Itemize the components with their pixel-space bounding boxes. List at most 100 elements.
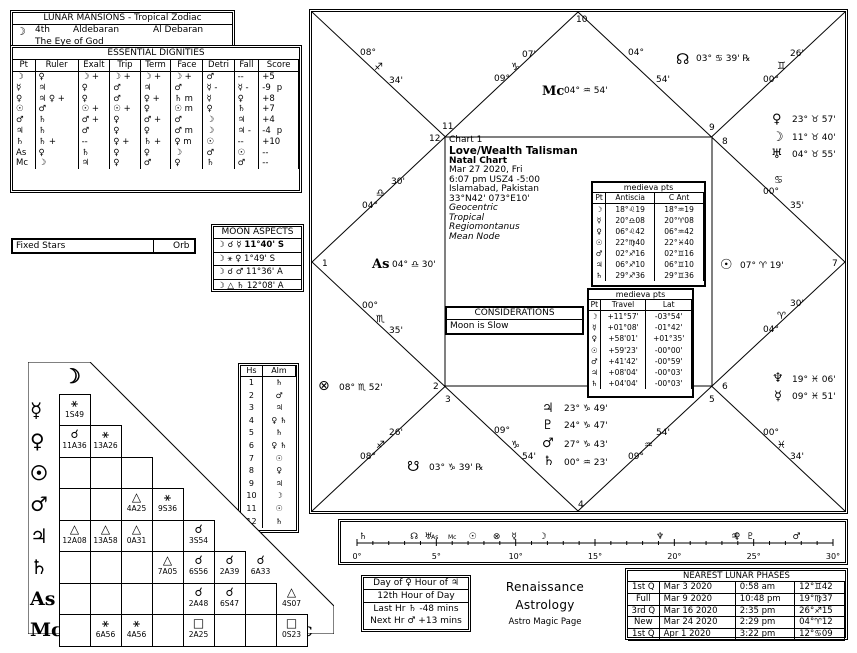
dignities-cell: +5 xyxy=(258,71,299,83)
cusp-5-sign-left: ♒ xyxy=(644,440,653,451)
cusp-6b-deg: 00° xyxy=(763,428,779,438)
house-row: 10☽ xyxy=(241,490,296,503)
dignities-cell-value: ☽ xyxy=(16,72,24,82)
dignities-cell-value: ♄ + xyxy=(143,136,162,147)
house-almuten: ♀ ♄ xyxy=(271,415,287,425)
dignities-cell-value: ♃ xyxy=(38,82,47,93)
dignities-cell-value: ♀ + xyxy=(113,136,130,147)
dignities-cell: ☿ xyxy=(13,82,36,94)
chart-zodiac: Geocentric xyxy=(449,203,498,213)
moon-aspect-row: ☽ △ ♄ 12°08' A xyxy=(217,280,284,291)
dignities-cell: ♃ xyxy=(13,125,36,137)
antiscia-cell: ♃ xyxy=(593,259,607,270)
dignities-cell-value: -- xyxy=(262,147,269,158)
aspect-grid-glyph: □ xyxy=(285,616,298,630)
mars-pos: 27° ♑ 43' xyxy=(564,440,608,450)
mercury-icon: ☿ xyxy=(774,389,782,404)
cusp-6b-sign: ♓ xyxy=(777,440,786,451)
dignities-cell: ♃ xyxy=(234,115,260,126)
dignities-cell-value: ♀ xyxy=(237,93,244,104)
aspect-grid-diag-label: ☽ xyxy=(63,364,81,388)
dignities-cell-value: -- xyxy=(262,158,269,169)
neptune-pos: 19° ♓ 06' xyxy=(792,375,836,385)
antiscia-header: Antiscia xyxy=(605,193,656,204)
house-number: 2 xyxy=(241,389,263,403)
aspect-grid-cell xyxy=(183,551,215,584)
antiscia-cell: ♄ xyxy=(593,270,607,281)
cusp-5-min: 54' xyxy=(656,428,670,438)
aspect-grid-row-label: ♀ xyxy=(30,429,45,453)
dignities-cell: ♄ xyxy=(35,125,79,137)
aspect-grid-cell xyxy=(59,614,91,647)
ascendant-icon: As xyxy=(372,257,390,272)
dignities-cell: ☽ + xyxy=(170,71,204,83)
dignities-cell: Mc xyxy=(13,158,36,170)
travel-cell: -00°03' xyxy=(645,367,692,379)
aspect-grid-cell xyxy=(152,519,184,552)
dignities-cell-value: ♃ xyxy=(16,125,24,136)
pluto-pos: 24° ♑ 47' xyxy=(564,421,608,431)
moon-aspects-title: MOON ASPECTS xyxy=(214,227,301,239)
ruler-planet-marker: ♀ xyxy=(734,532,741,542)
cusp-7-min: 35' xyxy=(790,201,804,211)
dignities-cell: +8 xyxy=(258,93,299,105)
dignities-cell-value: ♄ xyxy=(38,115,47,126)
dignities-cell-value: Mc xyxy=(16,158,29,169)
house-9: 9 xyxy=(709,123,715,133)
travel-cell: +11°57' xyxy=(600,310,647,323)
travel-cell: ☿ xyxy=(589,322,601,334)
ruler-tick-label: 30° xyxy=(826,552,840,561)
house-almuten: ♄ xyxy=(275,516,283,526)
moon-aspects-panel: MOON ASPECTS ☽ ☌ ☿ 11°40' S☽ ⚹ ♀ 1°49' S… xyxy=(211,224,304,292)
travel-cell: -00°00' xyxy=(645,344,692,356)
travel-cell: -03°54' xyxy=(645,310,692,323)
travel-row: ☿+01°08'-01°42' xyxy=(589,322,692,334)
cusp-7-sign: ♋ xyxy=(774,175,783,186)
house-row: 11☉ xyxy=(241,502,296,516)
south-node-pos: 03° ♑ 39' ℞ xyxy=(429,463,484,473)
dignities-cell-value: ♃ xyxy=(81,158,90,169)
moon-aspects-rows: ☽ ☌ ☿ 11°40' S☽ ⚹ ♀ 1°49' S☽ ☌ ♂ 11°36' … xyxy=(214,239,301,292)
south-node-icon: ☋ xyxy=(407,459,420,475)
dignities-cell: ☽ xyxy=(202,115,235,126)
sun-pos: 07° ♈ 19' xyxy=(740,261,784,271)
dignities-cell: ♄ + xyxy=(140,136,172,148)
dignities-cell-value: ♂ xyxy=(206,72,215,82)
dignities-cell: ♀ xyxy=(109,115,141,126)
dignities-cell: ♂ m xyxy=(170,125,204,137)
house-number: 9 xyxy=(241,477,263,491)
dignities-cell-value: ☉ xyxy=(16,104,24,115)
house-2: 2 xyxy=(433,382,439,392)
aspect-grid-orb: 12A08 xyxy=(62,535,87,545)
moon-pos: 11° ♉ 40' xyxy=(792,133,836,143)
dignities-row: ☽♀☽ +☽ +☽ +☽ +♂--+5 xyxy=(13,71,299,83)
dignities-cell-value: ☽ + xyxy=(143,72,162,82)
dignities-cell-value: ♀ xyxy=(174,158,181,169)
house-almuten: ♀ ♄ xyxy=(271,440,287,450)
part-of-fortune-pos: 08° ♏ 52' xyxy=(339,383,383,393)
ruler-tick-label: 0° xyxy=(352,552,361,561)
dignities-cell-value: ♃ xyxy=(143,82,152,93)
dignities-cell-value: ♂ + xyxy=(81,115,100,126)
aspect-grid-orb: 2A48 xyxy=(188,598,209,608)
travel-row: ☽+11°57'-03°54' xyxy=(589,310,692,323)
dignities-cell-value: ♂ xyxy=(143,158,152,169)
dignities-cell: ♂ + xyxy=(78,115,111,126)
fixed-stars-title: Fixed Stars xyxy=(16,241,66,251)
ruler-planet-marker: As xyxy=(431,534,438,541)
chart-date: Mar 27 2020, Fri xyxy=(449,165,523,175)
antiscia-cell: ♂ xyxy=(593,248,607,259)
dignities-cell: ♄ xyxy=(234,104,260,116)
lunar-phase-cell: Mar 24 2020 xyxy=(659,616,736,630)
aspect-grid-cell xyxy=(59,456,91,489)
dignities-cell-value: ♀ xyxy=(143,147,150,158)
antiscia-cell: 18°♌19 xyxy=(605,203,656,215)
aspect-grid: ☽☿♀☉♂♃♄AsMc☿♀☉♂♃♄AsMc⚹1S49☌11A36⚹13A26△4… xyxy=(28,362,334,647)
dignities-cell: ☽ + xyxy=(140,71,172,83)
dignities-cell: -- xyxy=(234,136,260,148)
aspect-grid-cell xyxy=(214,614,246,647)
